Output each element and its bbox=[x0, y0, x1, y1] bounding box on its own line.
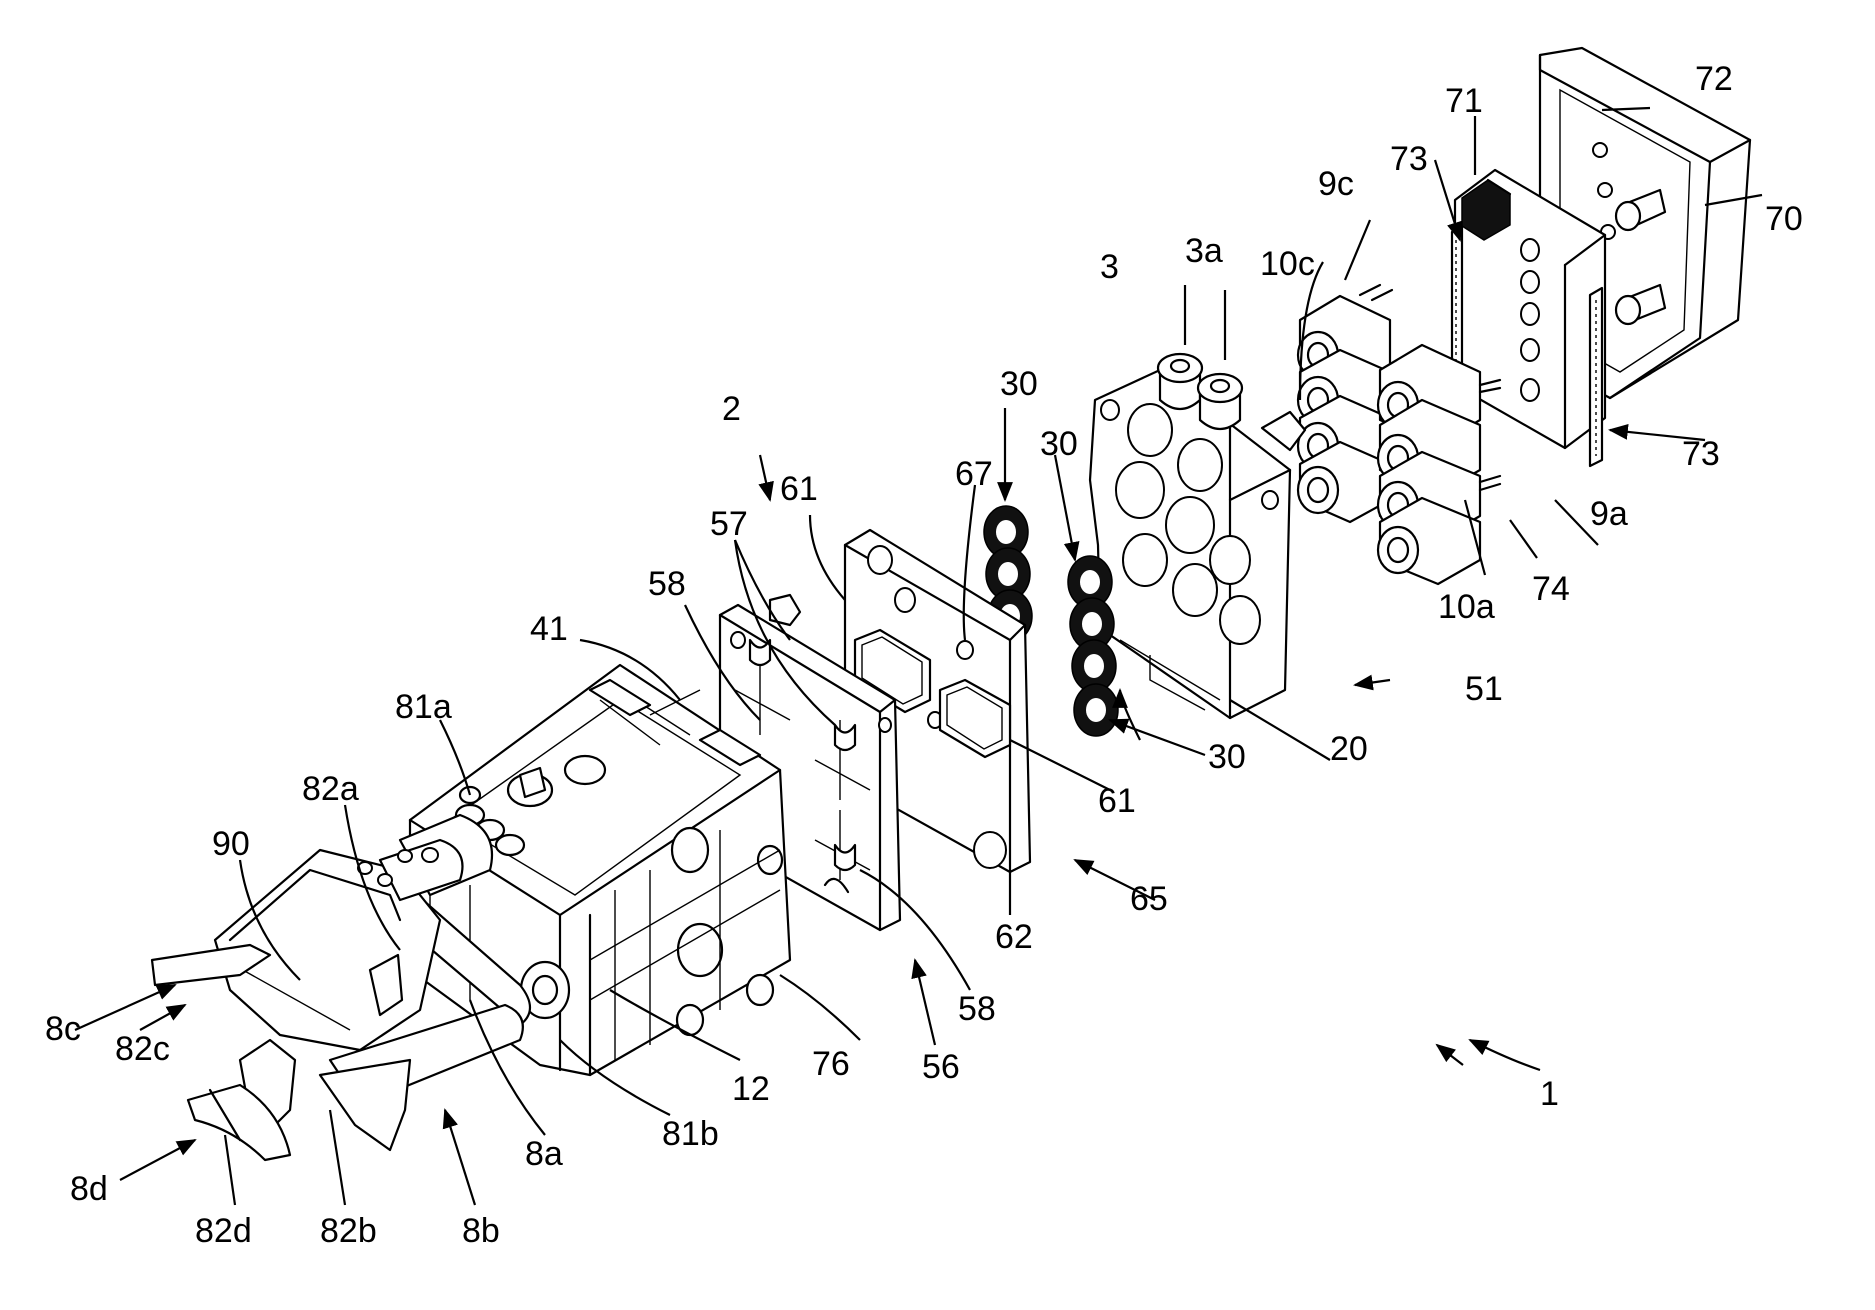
label-51: 51 bbox=[1465, 670, 1503, 708]
label-2: 2 bbox=[722, 390, 741, 428]
label-20: 20 bbox=[1330, 730, 1368, 768]
label-81a: 81a bbox=[395, 688, 452, 726]
manifold-block-20 bbox=[1090, 354, 1305, 718]
label-73-upper: 73 bbox=[1390, 140, 1428, 178]
label-65: 65 bbox=[1130, 880, 1168, 918]
label-3a: 3a bbox=[1185, 232, 1223, 270]
label-76: 76 bbox=[812, 1045, 850, 1083]
label-81b: 81b bbox=[662, 1115, 719, 1153]
label-57: 57 bbox=[710, 505, 748, 543]
label-8b: 8b bbox=[462, 1212, 500, 1250]
label-67: 67 bbox=[955, 455, 993, 493]
label-8d: 8d bbox=[70, 1170, 108, 1208]
label-3: 3 bbox=[1100, 248, 1119, 286]
label-41: 41 bbox=[530, 610, 568, 648]
label-10c: 10c bbox=[1260, 245, 1315, 283]
label-8c: 8c bbox=[45, 1010, 81, 1048]
label-71: 71 bbox=[1445, 82, 1483, 120]
label-12: 12 bbox=[732, 1070, 770, 1108]
label-58-top: 58 bbox=[648, 565, 686, 603]
label-82b: 82b bbox=[320, 1212, 377, 1250]
label-82c: 82c bbox=[115, 1030, 170, 1068]
label-30-bottom: 30 bbox=[1208, 738, 1246, 776]
label-70: 70 bbox=[1765, 200, 1803, 238]
label-61-top: 61 bbox=[780, 470, 818, 508]
label-1: 1 bbox=[1540, 1075, 1559, 1113]
label-30-mid: 30 bbox=[1040, 425, 1078, 463]
label-72: 72 bbox=[1695, 60, 1733, 98]
label-73-lower: 73 bbox=[1682, 435, 1720, 473]
label-8a: 8a bbox=[525, 1135, 563, 1173]
label-62: 62 bbox=[995, 918, 1033, 956]
label-10a: 10a bbox=[1438, 588, 1495, 626]
label-58-bottom: 58 bbox=[958, 990, 996, 1028]
label-9c: 9c bbox=[1318, 165, 1354, 203]
label-74: 74 bbox=[1532, 570, 1570, 608]
label-9a: 9a bbox=[1590, 495, 1628, 533]
label-90: 90 bbox=[212, 825, 250, 863]
label-56: 56 bbox=[922, 1048, 960, 1086]
label-30-top: 30 bbox=[1000, 365, 1038, 403]
seal-column-lower bbox=[1068, 556, 1118, 736]
label-82d: 82d bbox=[195, 1212, 252, 1250]
label-82a: 82a bbox=[302, 770, 359, 808]
label-61-bottom: 61 bbox=[1098, 782, 1136, 820]
